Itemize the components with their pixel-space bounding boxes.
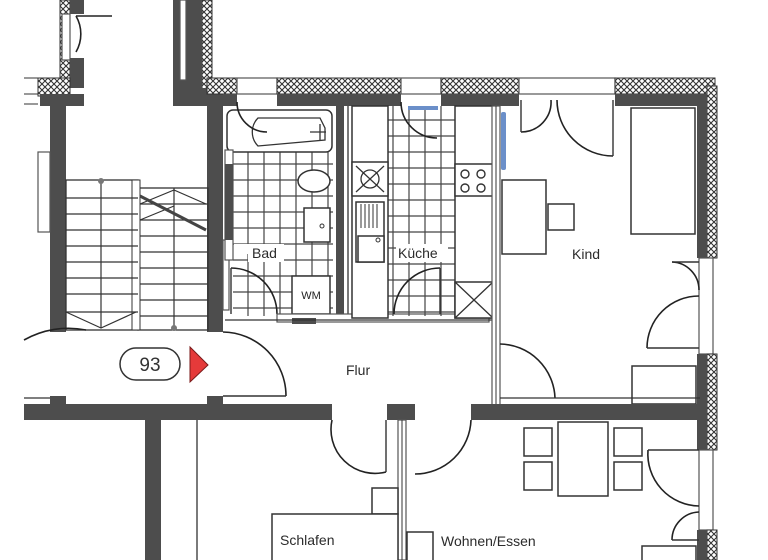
room-bad: WM Bad	[224, 101, 333, 316]
room-label-flur: Flur	[346, 362, 370, 378]
chair	[547, 203, 575, 231]
radiator-kind	[501, 112, 506, 170]
dining-chair	[613, 461, 643, 491]
dining-chair	[523, 461, 553, 491]
bed	[630, 107, 696, 235]
door-schlafen	[330, 419, 387, 475]
wall-lower-left	[145, 420, 161, 560]
room-label-wohnen: Wohnen/Essen	[441, 533, 536, 549]
exterior-wall-top	[206, 77, 716, 106]
room-label-kind: Kind	[572, 246, 600, 262]
wall-flur-south	[24, 396, 707, 420]
room-wohnen-essen: Wohnen/Essen	[406, 421, 700, 560]
room-label-schlafen: Schlafen	[280, 532, 334, 548]
wall-bad-kueche	[336, 106, 344, 320]
entry-arrow-icon	[189, 345, 209, 384]
radiator-kueche	[408, 106, 438, 110]
dining-chair	[613, 427, 643, 457]
room-kueche: Küche	[351, 101, 494, 319]
washing-machine-label: WM	[301, 290, 321, 302]
stove	[454, 163, 494, 197]
double-bed	[271, 513, 399, 560]
room-label-bad: Bad	[252, 245, 277, 261]
exterior-wall-right	[697, 85, 718, 560]
room-schlafen: Schlafen	[271, 487, 399, 560]
entry-area: 93 Flur	[23, 327, 370, 397]
door-wohnen	[414, 419, 472, 475]
staircase	[65, 178, 209, 331]
cabinet	[641, 545, 697, 560]
washing-machine	[291, 275, 331, 315]
dining-chair	[523, 427, 553, 457]
dining-table	[557, 421, 609, 497]
toilet	[297, 169, 331, 193]
stairwell-upper	[24, 0, 231, 106]
desk	[501, 179, 547, 255]
stair-wall-right	[207, 100, 223, 332]
bathtub	[226, 109, 333, 153]
sideboard	[406, 531, 434, 560]
unit-number: 93	[139, 355, 160, 376]
unit-number-badge	[119, 347, 181, 381]
room-label-kueche: Küche	[398, 245, 438, 261]
washbasin	[303, 207, 331, 243]
nightstand	[371, 487, 399, 515]
stair-wall-left	[50, 100, 66, 332]
room-kind: Kind	[499, 99, 700, 405]
